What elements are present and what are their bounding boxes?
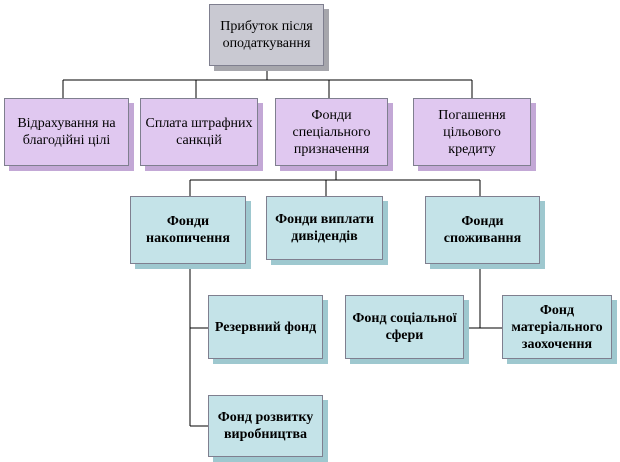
node-consumption: Фонди споживання [425,196,540,264]
node-dividends-label: Фонди виплати дивідендів [275,212,374,244]
node-credit: Погашення цільового кредиту [413,98,531,166]
node-fines-label: Сплата штрафних санкцій [145,116,253,148]
node-incentive-fund: Фонд матеріального заохочення [502,295,612,359]
root-label: Прибуток після оподаткування [220,19,313,51]
node-incentive-fund-label: Фонд матеріального заохочення [511,302,603,352]
node-development-fund-label: Фонд розвитку виробництва [217,410,314,442]
node-accumulation-label: Фонди накопичення [146,214,230,246]
node-special-funds-label: Фонди спеціального призначення [292,107,371,157]
node-development-fund: Фонд розвитку виробництва [208,395,323,457]
node-accumulation: Фонди накопичення [130,196,246,264]
node-special-funds: Фонди спеціального призначення [275,98,388,166]
node-fines: Сплата штрафних санкцій [140,98,258,166]
node-social-fund: Фонд соціальної сфери [345,295,464,359]
node-credit-label: Погашення цільового кредиту [438,107,506,157]
node-charity: Відрахування на благодійні цілі [4,98,129,166]
node-consumption-label: Фонди споживання [443,214,522,246]
root-node: Прибуток після оподаткування [209,4,324,66]
node-reserve-fund: Резервний фонд [208,295,323,359]
node-charity-label: Відрахування на благодійні цілі [17,116,116,148]
node-reserve-fund-label: Резервний фонд [214,319,317,335]
node-dividends: Фонди виплати дивідендів [266,196,383,260]
node-social-fund-label: Фонд соціальної сфери [352,311,457,343]
